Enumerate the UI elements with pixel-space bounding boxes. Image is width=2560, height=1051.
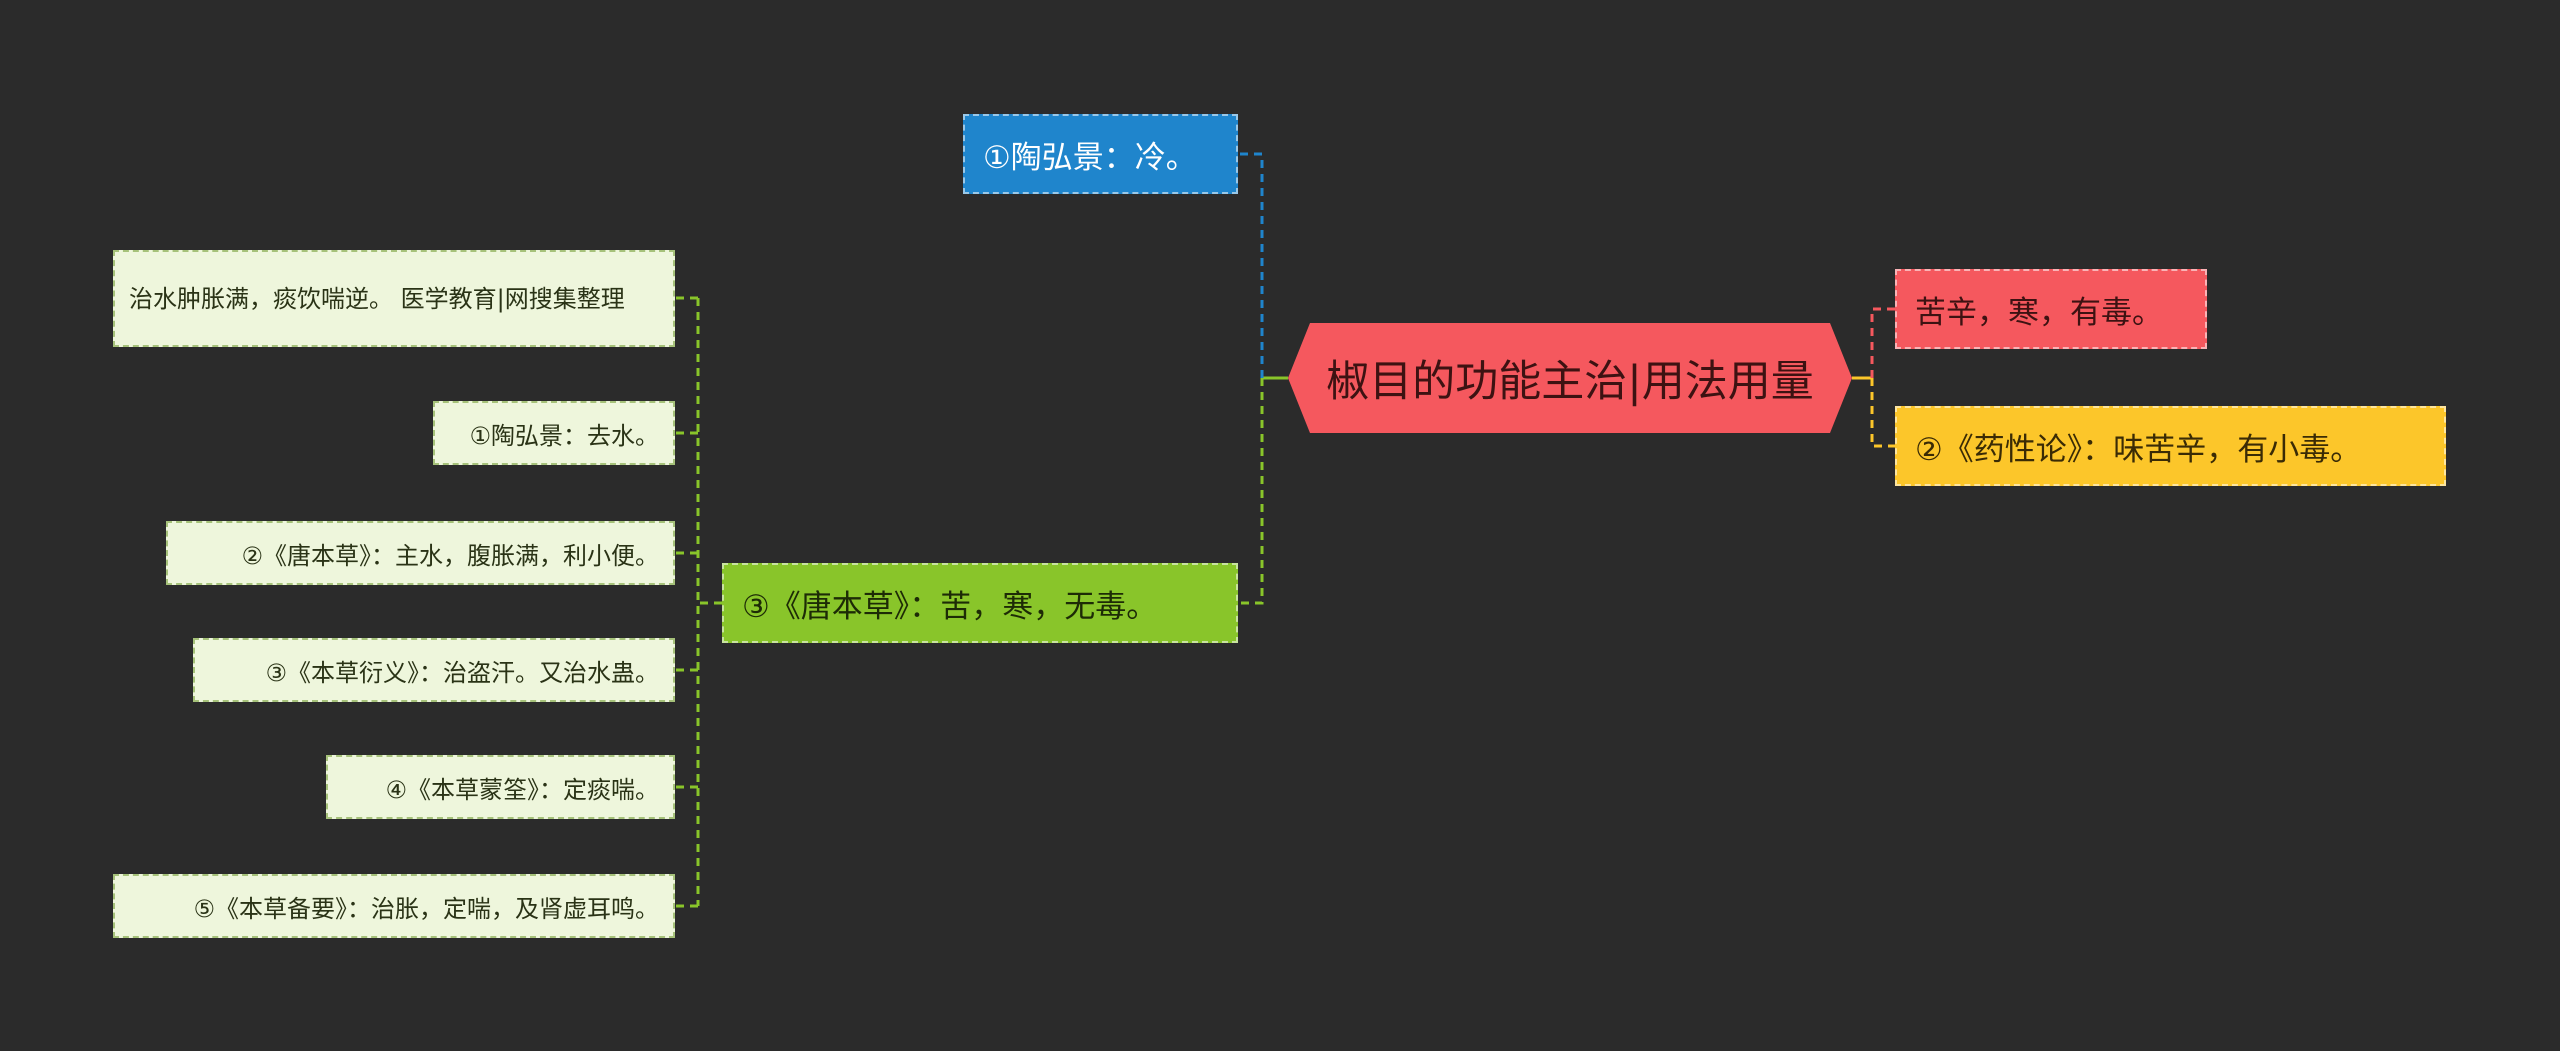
leaf-indications[interactable]: 治水肿胀满，痰饮喘逆。 医学教育|网搜集整理: [113, 250, 675, 347]
connector-to-blue: [1238, 152, 1264, 378]
leaf-bencao-yanyi[interactable]: ③《本草衍义》：治盗汗。又治水蛊。: [193, 638, 675, 702]
branch-yellow-yaoxinglun[interactable]: ②《药性论》：味苦辛，有小毒。: [1895, 406, 2446, 486]
branch-green-tangbencao[interactable]: ③《唐本草》：苦，寒，无毒。: [722, 563, 1238, 643]
leaf-tang-bencao[interactable]: ②《唐本草》：主水，腹胀满，利小便。: [166, 521, 675, 585]
connector-to-yellow: [1870, 378, 1895, 448]
connector-to-green: [1238, 378, 1264, 605]
branch-red-taste[interactable]: 苦辛，寒，有毒。: [1895, 269, 2207, 349]
center-topic[interactable]: 椒目的功能主治|用法用量: [1288, 323, 1852, 433]
branch-blue-nature[interactable]: ①陶弘景：冷。: [963, 114, 1238, 194]
leaf-bencao-beiyao[interactable]: ⑤《本草备要》：治胀，定喘，及肾虚耳鸣。: [113, 874, 675, 938]
connector-to-red: [1870, 307, 1895, 378]
leaf-bencao-mengquan[interactable]: ④《本草蒙筌》：定痰喘。: [326, 755, 675, 819]
leaf-tao-hongjing[interactable]: ①陶弘景：去水。: [433, 401, 675, 465]
